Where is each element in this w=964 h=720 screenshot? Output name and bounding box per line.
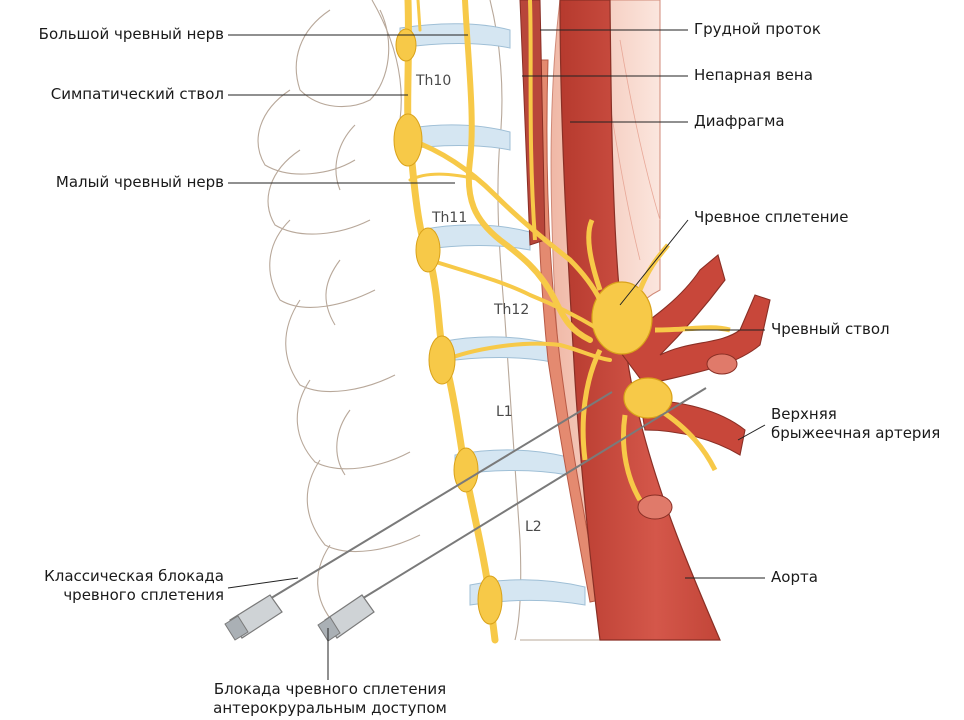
vertebra-label-th12: Th12 <box>494 302 529 318</box>
label-diaphragm: Диафрагма <box>694 112 785 131</box>
label-superior-mesenteric-artery: Верхняя брыжеечная артерия <box>771 405 940 443</box>
label-sma-line1: Верхняя <box>771 405 940 424</box>
label-celiac-trunk: Чревный ствол <box>771 320 890 339</box>
label-classic-block: Классическая блокада чревного сплетения <box>44 567 224 605</box>
label-sma-line2: брыжеечная артерия <box>771 424 940 443</box>
label-greater-splanchnic-nerve: Большой чревный нерв <box>39 25 224 44</box>
label-anterocrural-block: Блокада чревного сплетения антерокрураль… <box>190 680 470 718</box>
vertebra-label-l2: L2 <box>525 519 542 535</box>
label-aorta: Аорта <box>771 568 818 587</box>
label-thoracic-duct: Грудной проток <box>694 20 821 39</box>
label-classic-block-line1: Классическая блокада <box>44 567 224 586</box>
vertebra-label-th10: Th10 <box>416 73 451 89</box>
label-anterocrural-block-line1: Блокада чревного сплетения <box>190 680 470 699</box>
vertebra-label-th11: Th11 <box>432 210 467 226</box>
needle-classic <box>225 392 612 640</box>
label-celiac-plexus: Чревное сплетение <box>694 208 848 227</box>
label-anterocrural-block-line2: антерокруральным доступом <box>190 699 470 718</box>
vertebra-label-l1: L1 <box>496 404 513 420</box>
sympathetic-ganglia <box>394 29 502 624</box>
label-classic-block-line2: чревного сплетения <box>44 586 224 605</box>
label-sympathetic-trunk: Симпатический ствол <box>51 85 224 104</box>
label-azygos-vein: Непарная вена <box>694 66 813 85</box>
label-lesser-splanchnic-nerve: Малый чревный нерв <box>56 173 224 192</box>
